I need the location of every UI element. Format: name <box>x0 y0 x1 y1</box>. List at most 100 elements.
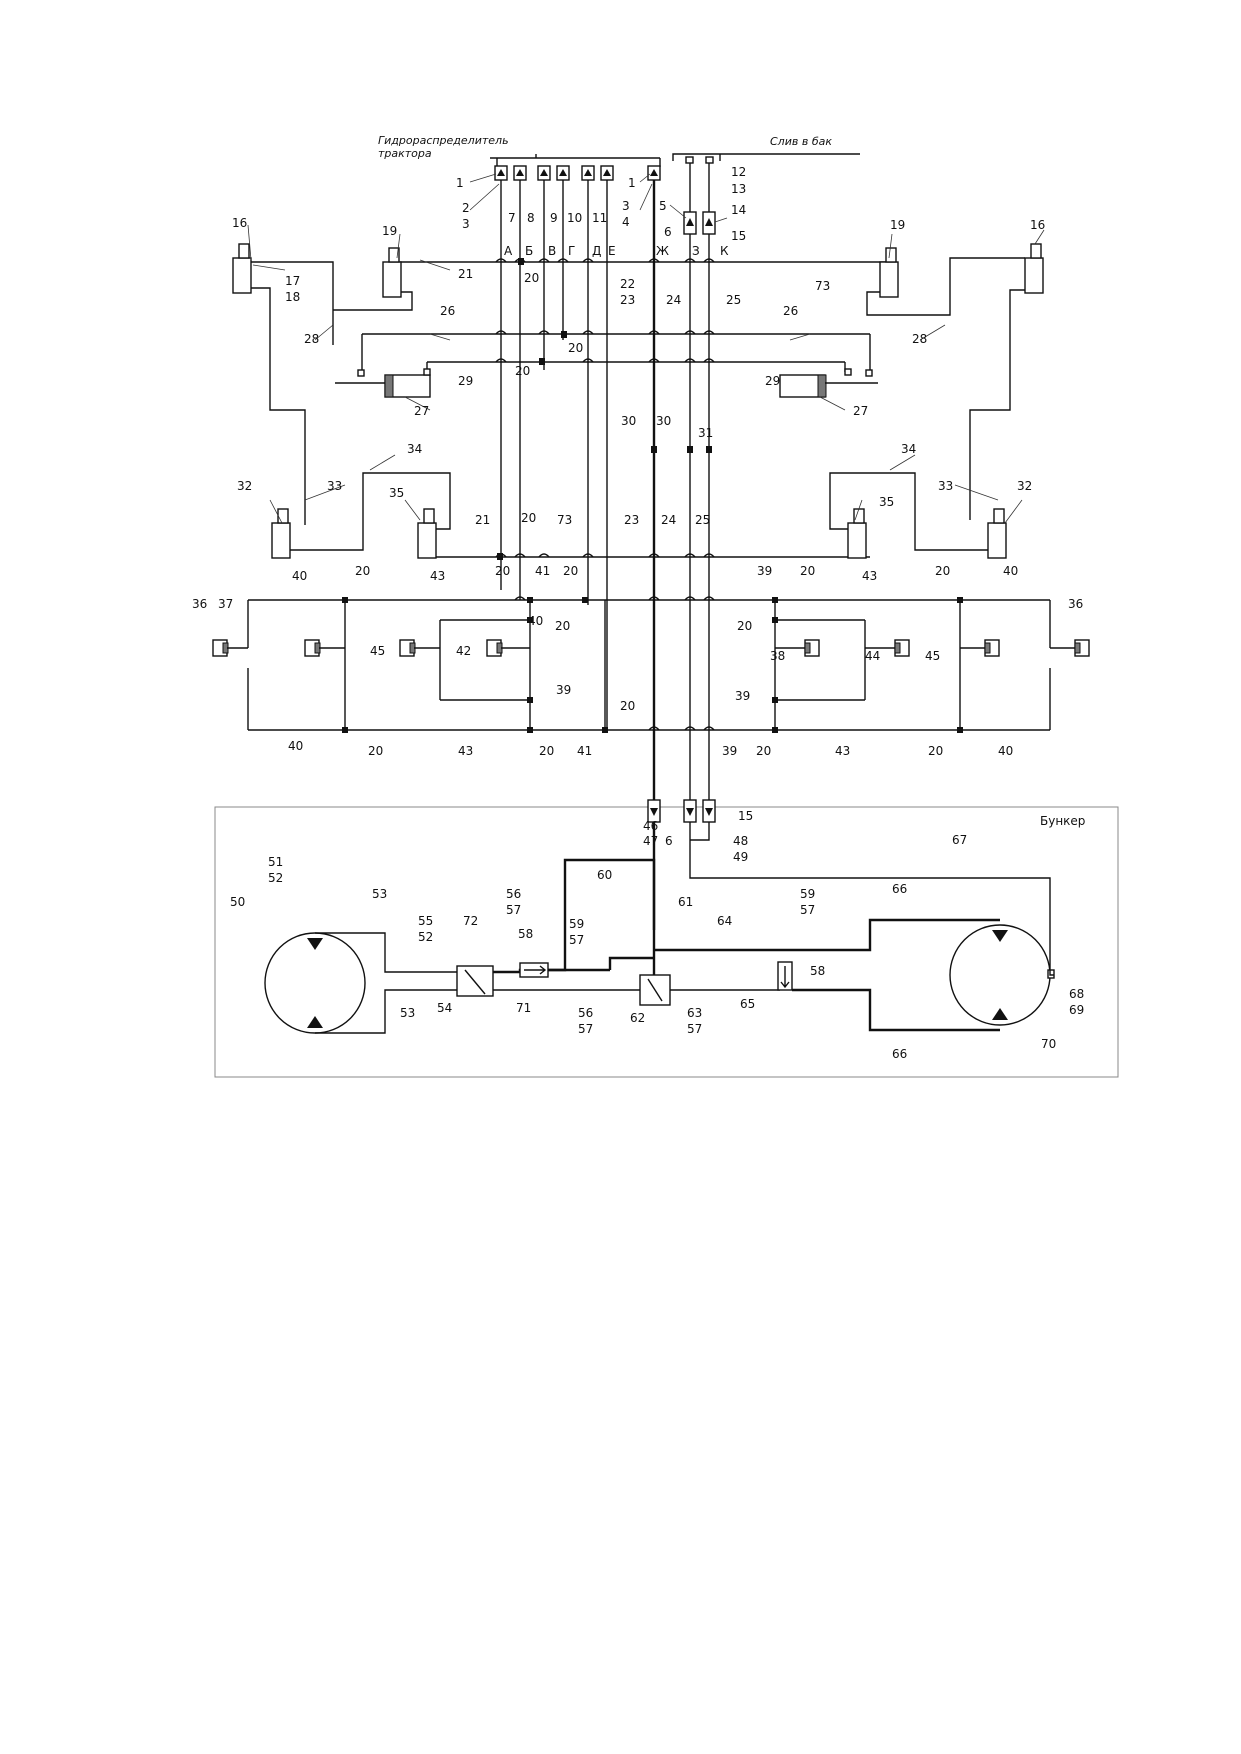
svg-text:39: 39 <box>722 744 737 758</box>
svg-text:15: 15 <box>731 229 746 243</box>
svg-text:7: 7 <box>508 211 516 225</box>
svg-text:50: 50 <box>230 895 245 909</box>
svg-text:32: 32 <box>237 479 252 493</box>
svg-text:52: 52 <box>418 930 433 944</box>
svg-text:21: 21 <box>475 513 490 527</box>
svg-text:55: 55 <box>418 914 433 928</box>
svg-text:69: 69 <box>1069 1003 1084 1017</box>
svg-text:10: 10 <box>567 211 582 225</box>
svg-text:39: 39 <box>556 683 571 697</box>
svg-text:З: З <box>692 244 700 258</box>
svg-text:Ж: Ж <box>656 244 669 258</box>
bunker-title: Бункер <box>1040 814 1085 828</box>
svg-text:45: 45 <box>925 649 940 663</box>
svg-text:20: 20 <box>555 619 570 633</box>
svg-text:48: 48 <box>733 834 748 848</box>
svg-text:20: 20 <box>800 564 815 578</box>
part-numbers: 1 2 3 7 8 9 10 11 1 3 4 5 12 13 14 6 15 … <box>192 165 1084 1061</box>
svg-text:18: 18 <box>285 290 300 304</box>
svg-text:19: 19 <box>890 218 905 232</box>
drain-title: Слив в бак <box>770 135 832 148</box>
svg-text:68: 68 <box>1069 987 1084 1001</box>
svg-text:30: 30 <box>656 414 671 428</box>
svg-text:29: 29 <box>458 374 473 388</box>
svg-text:53: 53 <box>400 1006 415 1020</box>
svg-text:16: 16 <box>1030 218 1045 232</box>
svg-text:26: 26 <box>440 304 455 318</box>
svg-text:8: 8 <box>527 211 535 225</box>
svg-text:39: 39 <box>757 564 772 578</box>
svg-text:20: 20 <box>524 271 539 285</box>
svg-text:36: 36 <box>192 597 207 611</box>
svg-text:35: 35 <box>879 495 894 509</box>
svg-text:40: 40 <box>998 744 1013 758</box>
svg-text:59: 59 <box>569 917 584 931</box>
distributor-bracket <box>490 154 661 167</box>
svg-text:56: 56 <box>506 887 521 901</box>
right-upper-components <box>779 243 1044 520</box>
bunker-components <box>264 799 1055 1034</box>
svg-text:9: 9 <box>550 211 558 225</box>
svg-text:Е: Е <box>608 244 616 258</box>
svg-text:11: 11 <box>592 211 607 225</box>
svg-text:20: 20 <box>568 341 583 355</box>
svg-text:23: 23 <box>620 293 635 307</box>
svg-text:73: 73 <box>557 513 572 527</box>
svg-text:33: 33 <box>938 479 953 493</box>
svg-text:58: 58 <box>518 927 533 941</box>
svg-text:Гидрораспределитель: Гидрораспределитель <box>378 134 509 147</box>
svg-text:59: 59 <box>800 887 815 901</box>
distributor-title: Гидрораспределитель трактора <box>378 134 509 160</box>
svg-text:1: 1 <box>456 176 464 190</box>
svg-text:Б: Б <box>525 244 533 258</box>
svg-text:66: 66 <box>892 1047 907 1061</box>
svg-text:20: 20 <box>928 744 943 758</box>
svg-text:3: 3 <box>622 199 630 213</box>
upper-lines <box>361 258 887 372</box>
svg-text:К: К <box>720 244 729 258</box>
svg-text:62: 62 <box>630 1011 645 1025</box>
svg-text:25: 25 <box>695 513 710 527</box>
svg-text:17: 17 <box>285 274 300 288</box>
svg-text:16: 16 <box>232 216 247 230</box>
svg-text:47: 47 <box>643 834 658 848</box>
svg-text:58: 58 <box>810 964 825 978</box>
svg-text:24: 24 <box>666 293 681 307</box>
svg-text:35: 35 <box>389 486 404 500</box>
svg-text:32: 32 <box>1017 479 1032 493</box>
svg-text:34: 34 <box>407 442 422 456</box>
svg-text:57: 57 <box>687 1022 702 1036</box>
svg-text:20: 20 <box>563 564 578 578</box>
svg-text:28: 28 <box>304 332 319 346</box>
svg-text:25: 25 <box>726 293 741 307</box>
svg-text:40: 40 <box>292 569 307 583</box>
svg-text:52: 52 <box>268 871 283 885</box>
svg-text:20: 20 <box>521 511 536 525</box>
svg-text:44: 44 <box>865 649 880 663</box>
svg-text:41: 41 <box>577 744 592 758</box>
svg-text:20: 20 <box>368 744 383 758</box>
svg-text:14: 14 <box>731 203 746 217</box>
svg-text:29: 29 <box>765 374 780 388</box>
svg-text:67: 67 <box>952 833 967 847</box>
svg-text:28: 28 <box>912 332 927 346</box>
svg-text:40: 40 <box>288 739 303 753</box>
svg-text:26: 26 <box>783 304 798 318</box>
svg-text:40: 40 <box>528 614 543 628</box>
svg-text:70: 70 <box>1041 1037 1056 1051</box>
svg-text:39: 39 <box>735 689 750 703</box>
svg-text:72: 72 <box>463 914 478 928</box>
svg-text:63: 63 <box>687 1006 702 1020</box>
distributor-valve-blocks <box>494 156 716 235</box>
bunker-frame <box>214 806 1119 1078</box>
svg-text:27: 27 <box>853 404 868 418</box>
svg-text:Г: Г <box>568 244 575 258</box>
left-upper-components <box>232 243 431 525</box>
svg-text:37: 37 <box>218 597 233 611</box>
trunk-lines <box>495 163 715 810</box>
svg-text:23: 23 <box>624 513 639 527</box>
svg-text:20: 20 <box>355 564 370 578</box>
svg-text:61: 61 <box>678 895 693 909</box>
svg-text:43: 43 <box>862 569 877 583</box>
drain-bracket <box>672 153 860 161</box>
